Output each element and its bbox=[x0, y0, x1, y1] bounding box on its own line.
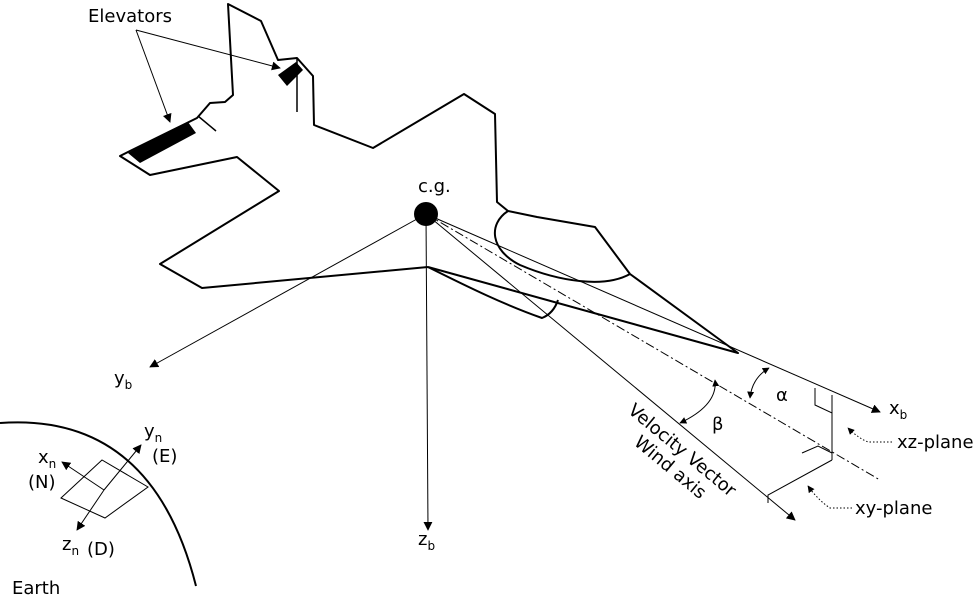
fuselage-wing-outline bbox=[119, 3, 739, 354]
xn-dir-label: (N) bbox=[28, 472, 56, 493]
xy-projection-line bbox=[767, 459, 833, 503]
xy-projection-axis bbox=[425, 213, 881, 481]
wing-fence bbox=[197, 115, 217, 132]
earth-surface bbox=[0, 421, 197, 587]
velocity-vector-axis bbox=[425, 213, 796, 521]
yn-axis bbox=[103, 444, 142, 491]
xb-axis bbox=[425, 213, 881, 413]
canopy-outline bbox=[493, 210, 631, 283]
body-axes bbox=[149, 213, 881, 531]
alpha-label: α bbox=[776, 385, 788, 406]
yn-label: yn bbox=[144, 421, 162, 445]
zb-axis bbox=[423, 213, 433, 531]
zn-axis bbox=[76, 489, 105, 531]
yn-dir-label: (E) bbox=[152, 446, 177, 467]
left-elevator bbox=[128, 122, 196, 163]
xy-plane-marker bbox=[801, 445, 833, 454]
right-elevator bbox=[278, 62, 303, 86]
beta-label: β bbox=[712, 414, 724, 435]
xy-plane-pointer bbox=[807, 485, 852, 509]
xz-plane-pointer bbox=[847, 427, 892, 443]
beta-arc bbox=[679, 379, 720, 424]
cg-label: c.g. bbox=[418, 176, 451, 197]
elevators-label: Elevators bbox=[88, 6, 172, 27]
elevator-pointer-right bbox=[135, 29, 281, 71]
underside-intake bbox=[427, 266, 559, 319]
xn-label: xn bbox=[38, 447, 56, 471]
xz-plane-label: xz-plane bbox=[897, 432, 974, 453]
zn-label: zn bbox=[62, 534, 79, 558]
zn-dir-label: (D) bbox=[87, 539, 115, 560]
zb-label: zb bbox=[418, 529, 435, 553]
xn-axis bbox=[61, 461, 105, 491]
elevator-pointer-left bbox=[135, 29, 172, 123]
navigation-frame bbox=[60, 444, 149, 531]
plane-construction bbox=[767, 388, 833, 503]
xb-label: xb bbox=[889, 398, 907, 422]
yb-axis bbox=[149, 213, 427, 368]
xz-plane-marker bbox=[814, 388, 833, 414]
alpha-arc bbox=[747, 367, 770, 399]
xy-plane-label: xy-plane bbox=[855, 498, 932, 519]
earth-label: Earth bbox=[12, 578, 60, 598]
yb-label: yb bbox=[114, 368, 132, 392]
nav-plane bbox=[60, 459, 149, 519]
